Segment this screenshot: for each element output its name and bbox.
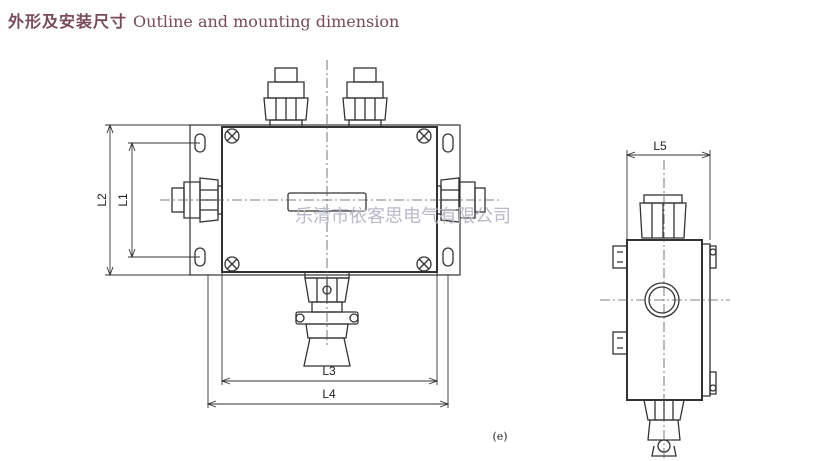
front-view <box>105 60 500 408</box>
side-view <box>600 150 730 458</box>
top-cable-glands <box>263 67 388 128</box>
label-l1: L1 <box>116 193 130 207</box>
figure-caption: (e) <box>492 430 507 443</box>
label-l5: L5 <box>653 139 667 153</box>
label-l2: L2 <box>95 193 109 207</box>
company-watermark: 乐清市依客思电气有限公司 <box>295 206 511 227</box>
title-chinese: 外形及安装尺寸 <box>8 12 128 31</box>
title-english: Outline and mounting dimension <box>133 12 400 31</box>
label-l3: L3 <box>322 364 336 378</box>
label-l4: L4 <box>322 387 336 401</box>
page-title: 外形及安装尺寸 Outline and mounting dimension <box>8 8 399 32</box>
corner-screws <box>224 128 432 272</box>
